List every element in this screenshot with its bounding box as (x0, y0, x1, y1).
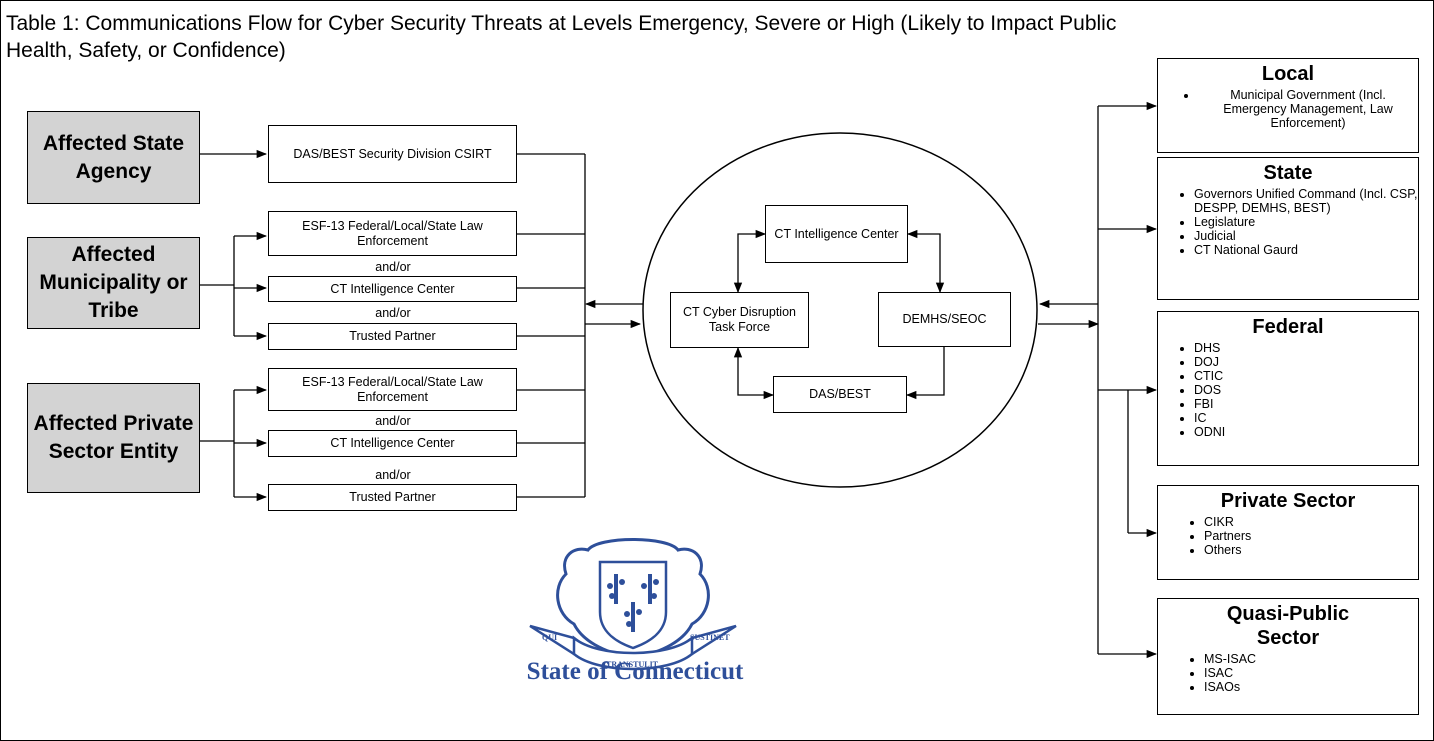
and-or-label: and/or (375, 414, 411, 428)
list-item: IC (1194, 411, 1418, 425)
recipient-private-title: Private Sector (1220, 490, 1356, 512)
seal-motto-word: TRANSTULIT (606, 660, 659, 669)
and-or-label: and/or (375, 306, 411, 320)
ct-intelligence-center-box: CT Intelligence Center (268, 276, 517, 302)
recipient-federal: Federal DHS DOJ CTIC DOS FBI IC ODNI (1157, 311, 1419, 466)
recipient-state-title: State (1263, 162, 1313, 184)
recipient-quasi-title: Quasi-Public Sector (1226, 603, 1350, 649)
list-item: DOS (1194, 383, 1418, 397)
list-item: MS-ISAC (1204, 652, 1418, 666)
list-item: DOJ (1194, 355, 1418, 369)
list-item: CT National Gaurd (1194, 243, 1418, 257)
recipient-private-sector: Private Sector CIKR Partners Others (1157, 485, 1419, 580)
state-of-connecticut-wordmark: State of Connecticut (526, 658, 744, 685)
recipient-local-list: Municipal Government (Incl. Emergency Ma… (1158, 88, 1418, 130)
recipient-quasi-list: MS-ISAC ISAC ISAOs (1158, 652, 1418, 694)
connecticut-seal-icon: QUI TRANSTULIT SUSTINET (529, 538, 737, 671)
das-best-security-division-box: DAS/BEST Security Division CSIRT (268, 125, 517, 183)
list-item: Municipal Government (Incl. Emergency Ma… (1198, 88, 1418, 130)
list-item: DHS (1194, 341, 1418, 355)
list-item: ODNI (1194, 425, 1418, 439)
esf13-law-enforcement-box: ESF-13 Federal/Local/State Law Enforceme… (268, 211, 517, 256)
list-item: CIKR (1204, 515, 1418, 529)
source-municipality-tribe: Affected Municipality or Tribe (27, 237, 200, 329)
core-coordination-circle (642, 132, 1038, 488)
core-das-best: DAS/BEST (773, 376, 907, 413)
list-item: FBI (1194, 397, 1418, 411)
list-item: Legislature (1194, 215, 1418, 229)
source-state-agency: Affected State Agency (27, 111, 200, 204)
recipient-federal-list: DHS DOJ CTIC DOS FBI IC ODNI (1158, 341, 1418, 439)
seal-motto-word: QUI (542, 633, 557, 642)
and-or-label: and/or (375, 468, 411, 482)
recipient-local-title: Local (1261, 63, 1315, 85)
recipient-state: State Governors Unified Command (Incl. C… (1157, 157, 1419, 300)
diagram-title: Table 1: Communications Flow for Cyber S… (6, 12, 1117, 62)
seal-motto-word: SUSTINET (690, 633, 730, 642)
core-cyber-disruption-task-force: CT Cyber Disruption Task Force (670, 292, 809, 348)
list-item: Judicial (1194, 229, 1418, 243)
ct-intelligence-center-box: CT Intelligence Center (268, 430, 517, 457)
list-item: Governors Unified Command (Incl. CSP, DE… (1194, 187, 1418, 215)
recipient-private-list: CIKR Partners Others (1158, 515, 1418, 557)
trusted-partner-box: Trusted Partner (268, 484, 517, 511)
list-item: ISAOs (1204, 680, 1418, 694)
recipient-federal-title: Federal (1252, 316, 1324, 338)
recipient-state-list: Governors Unified Command (Incl. CSP, DE… (1158, 187, 1418, 257)
source-private-sector-entity: Affected Private Sector Entity (27, 383, 200, 493)
list-item: CTIC (1194, 369, 1418, 383)
list-item: Others (1204, 543, 1418, 557)
list-item: Partners (1204, 529, 1418, 543)
core-ct-intelligence-center: CT Intelligence Center (765, 205, 908, 263)
esf13-law-enforcement-box: ESF-13 Federal/Local/State Law Enforceme… (268, 368, 517, 411)
core-demhs-seoc: DEMHS/SEOC (878, 292, 1011, 347)
and-or-label: and/or (375, 260, 411, 274)
list-item: ISAC (1204, 666, 1418, 680)
trusted-partner-box: Trusted Partner (268, 323, 517, 350)
recipient-local: Local Municipal Government (Incl. Emerge… (1157, 58, 1419, 153)
recipient-quasi-public: Quasi-Public Sector MS-ISAC ISAC ISAOs (1157, 598, 1419, 715)
